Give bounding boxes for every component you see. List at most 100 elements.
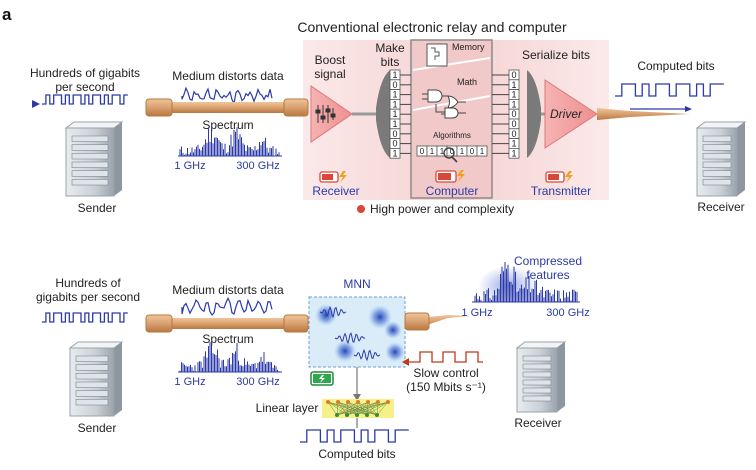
linear-weight — [366, 401, 389, 416]
bit-value: 0 — [511, 129, 516, 139]
bit-value: 1 — [392, 70, 397, 80]
linear-input-node — [366, 400, 370, 404]
make-bits-line1: Make — [375, 41, 405, 55]
top-computed-bits-label: Computed bits — [637, 59, 714, 73]
mnn-wavepackets — [319, 305, 381, 362]
magnifier-icon — [443, 147, 455, 159]
power-note: High power and complexity — [370, 202, 514, 216]
server-top — [695, 121, 747, 129]
server-side — [114, 122, 122, 196]
algo-bit-value: 0 — [470, 147, 475, 156]
server-drive-bay — [75, 355, 109, 362]
receiver-battery-icon — [319, 171, 347, 183]
linear-weight — [336, 401, 369, 416]
linear-input-node — [326, 400, 330, 404]
linear-output-node — [355, 413, 359, 417]
algo-bit-value: 1 — [480, 147, 485, 156]
bottom-fiber-connector-left — [145, 314, 173, 333]
math-label: Math — [457, 77, 477, 87]
bit-value: 0 — [392, 129, 397, 139]
linear-weight — [336, 401, 349, 416]
transmitter-battery-icon — [545, 171, 573, 183]
top-input-fiber — [146, 102, 308, 113]
mnn-to-linear-arrowhead — [353, 394, 361, 401]
driver-triangle — [544, 79, 598, 149]
mnn-battery-icon — [310, 371, 334, 386]
linear-input-node — [346, 400, 350, 404]
top-input-bitstream — [42, 94, 128, 105]
linear-weight — [336, 401, 359, 416]
server-drive-bay — [702, 161, 732, 168]
server-top — [64, 121, 124, 129]
linear-layer-network — [326, 400, 390, 417]
bit-value: 1 — [511, 80, 516, 90]
out-freq-low: 1 GHz — [461, 307, 492, 319]
top-receiver-server — [695, 121, 747, 197]
bottom-distorted-signal — [181, 296, 273, 316]
receiver-unit-label: Receiver — [312, 184, 359, 198]
bit-value: 1 — [511, 90, 516, 100]
linear-layer-label: Linear layer — [256, 401, 319, 415]
bit-value: 1 — [392, 90, 397, 100]
linear-input-node — [386, 400, 390, 404]
slow-control-line1: Slow control — [413, 366, 478, 380]
out-freq-high: 300 GHz — [546, 307, 589, 319]
bit-value: 1 — [392, 99, 397, 109]
server-top — [68, 341, 124, 349]
top-input-rate-line1: Hundreds of gigabits — [30, 66, 140, 80]
memory-label: Memory — [452, 42, 485, 52]
server-drive-bay — [71, 161, 109, 168]
server-drive-bay — [702, 144, 732, 151]
server-drive-bay — [522, 363, 552, 370]
server-drive-bay — [75, 390, 109, 397]
top-output-fiber — [597, 108, 690, 120]
bit-value: 0 — [392, 139, 397, 149]
slow-control-signal — [409, 351, 483, 363]
top-spectrum-label: Spectrum — [202, 118, 253, 132]
linear-weight — [376, 401, 389, 416]
top-sender-server — [64, 121, 124, 197]
bottom-computed-bits-label: Computed bits — [318, 447, 395, 461]
boost-label-line1: Boost — [315, 53, 346, 67]
top-distorted-signal — [181, 86, 273, 106]
bottom-input-rate-line2: gigabits per second — [36, 290, 140, 304]
linear-input-node — [336, 400, 340, 404]
top-medium-label: Medium distorts data — [172, 69, 284, 83]
server-drive-bay — [75, 381, 109, 388]
top-input-arrowhead — [32, 100, 40, 108]
linear-weight — [336, 401, 379, 416]
algo-bit-value: 1 — [440, 147, 445, 156]
bottom-sender-server — [68, 341, 124, 417]
top-input-rate-line2: per second — [55, 80, 114, 94]
logic-gates-icon — [422, 89, 466, 119]
top-output-bitstream — [615, 83, 724, 97]
boost-label-line2: signal — [314, 67, 345, 81]
compressed-line2: features — [526, 268, 569, 282]
serializer-fan — [527, 70, 541, 158]
linear-weight — [336, 401, 389, 416]
bottom-fiber-connector-right — [283, 314, 309, 333]
bit-value: 1 — [511, 139, 516, 149]
linear-output-node — [365, 413, 369, 417]
bottom-input-fiber — [146, 318, 308, 329]
bottom-receiver-server — [515, 341, 567, 413]
algo-bit-value: 1 — [430, 147, 435, 156]
algo-bit-value: 0 — [420, 147, 425, 156]
algo-bit-value: 0 — [450, 147, 455, 156]
bit-value: 1 — [511, 99, 516, 109]
bottom-input-bitstream — [42, 312, 128, 323]
linear-output-node — [345, 413, 349, 417]
server-drive-bay — [71, 179, 109, 186]
linear-weight — [327, 401, 338, 416]
bottom-spectrum-plot — [179, 342, 280, 372]
bottom-receiver-label: Receiver — [514, 416, 561, 430]
compressed-spectrum-plot — [474, 262, 578, 302]
compressed-line1: Compressed — [514, 254, 582, 268]
linear-output-node — [335, 413, 339, 417]
linear-weight — [336, 401, 339, 416]
